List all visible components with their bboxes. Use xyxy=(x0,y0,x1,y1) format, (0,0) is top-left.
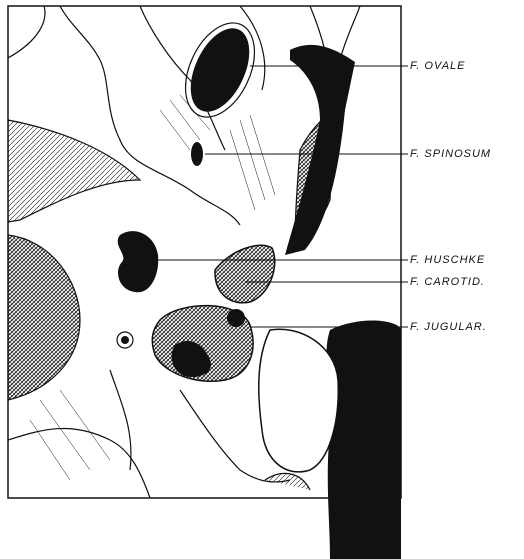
dark-blob xyxy=(118,231,159,292)
label-carotid: F. CAROTID. xyxy=(410,276,485,288)
petrous-ridge-outline xyxy=(8,6,45,58)
foramen-ovale xyxy=(180,20,261,120)
label-spinosum: F. SPINOSUM xyxy=(410,148,491,160)
label-huschke: F. HUSCHKE xyxy=(410,254,485,266)
foramen-huschke xyxy=(215,245,275,303)
label-ovale: F. OVALE xyxy=(410,60,466,72)
occipital-condyle xyxy=(259,329,339,472)
foramen-spinosum xyxy=(191,142,203,166)
label-jugular: F. JUGULAR. xyxy=(410,321,487,333)
leader-lines xyxy=(155,66,408,327)
